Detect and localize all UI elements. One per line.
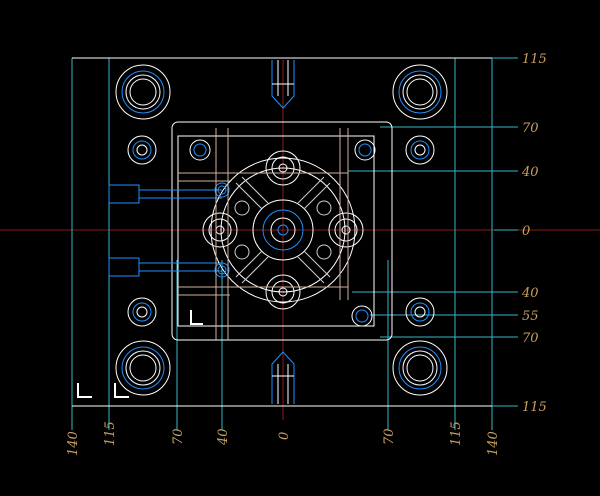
bottom-label-4: 40 [216,428,231,446]
bushing-right-lower [405,297,435,327]
dimension-lines [71,57,518,430]
cavity-outline-inner [220,167,346,293]
runner-arms [234,176,332,284]
bottom-label-1: 140 [66,431,81,456]
guide-pillar-bottom-left [115,340,171,396]
ucs-icon-right [114,383,129,398]
bottom-label-2: 115 [103,421,118,446]
cavity-outline-large [210,157,356,303]
center-hub-mid [262,209,304,251]
center-hub-inner [270,217,296,243]
guide-pillar-bottom-right [392,340,448,396]
pin-hole-top-right [354,139,376,161]
ejector-guides [178,128,349,340]
bottom-label-6: 70 [382,428,397,445]
bottom-label-7: 115 [449,421,464,446]
guide-pillar-top-right [392,64,448,120]
sprue-insert-top [271,60,295,109]
inner-plate [171,121,393,341]
guide-pillars [115,64,448,396]
right-label-5: 40 [521,286,539,301]
center-hub-core [277,224,289,236]
pin-hole-top-left [189,139,211,161]
pin-hole-bottom-right [351,305,373,327]
ucs-icons [77,310,203,398]
ucs-icon-left [77,383,92,398]
cooling-inlet-lower [108,257,222,277]
right-label-7: 70 [522,331,539,346]
cavity-bottom [265,274,301,310]
right-label-8: 115 [522,400,547,415]
outer-plate [72,57,492,407]
sprue-inserts [271,60,295,404]
cooling-inlet-upper [108,184,222,204]
bushing-right-upper [405,135,435,165]
cavity-top [265,150,301,186]
right-label-6: 55 [522,309,539,324]
center-hub-outer [252,199,314,261]
sprue-insert-bottom [271,351,295,404]
bottom-dimension-labels: 140 115 70 40 0 70 115 140 [66,421,501,456]
cavity-right [328,212,364,248]
right-label-3: 40 [521,165,539,180]
bushing-left-upper [127,135,157,165]
right-label-1: 115 [522,52,547,67]
right-label-2: 70 [522,121,539,136]
bushing-left-lower [127,297,157,327]
cavity-system [178,128,364,340]
small-bushings [127,135,435,327]
right-label-4: 0 [522,224,530,239]
cavity-block [177,135,375,327]
bottom-label-3: 70 [171,428,186,445]
ucs-icon-inner [190,310,203,325]
side-gate-holes [214,182,230,278]
bottom-label-5: 0 [277,432,292,440]
inner-plate-outline [171,121,393,341]
bottom-label-8: 140 [486,431,501,456]
guide-pillar-top-left [115,64,171,120]
cooling-channels [108,184,222,277]
right-dimension-labels: 115 70 40 0 40 55 70 115 [521,52,547,415]
